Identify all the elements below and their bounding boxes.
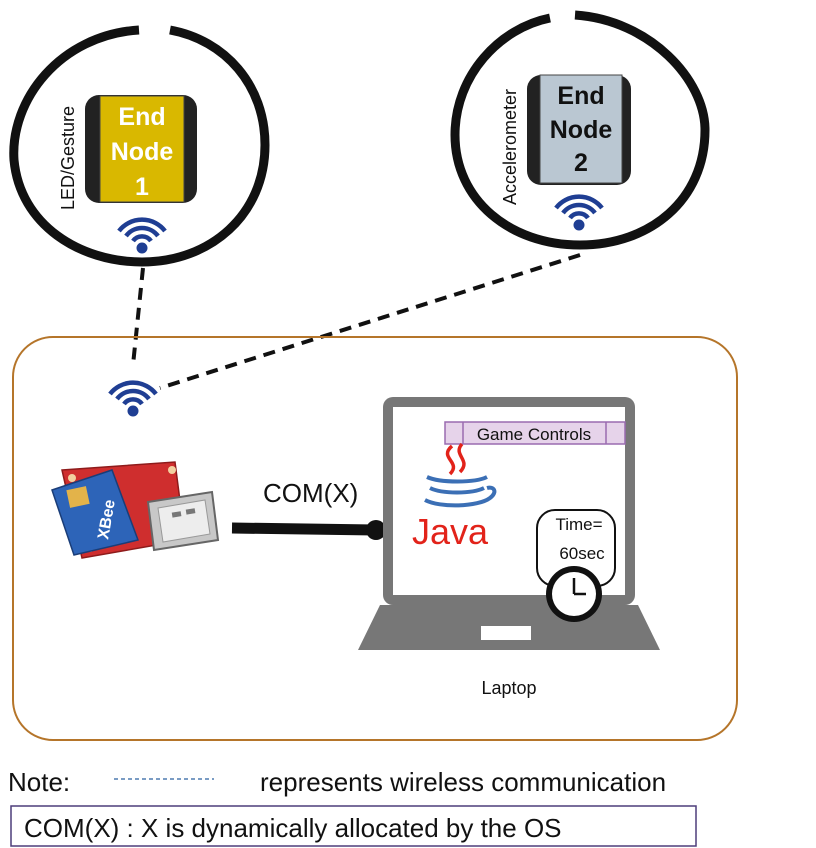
- timer: Time= 60sec: [536, 509, 616, 622]
- xbee-usb-dongle: XBee: [51, 461, 220, 559]
- java-label: Java: [412, 511, 489, 552]
- end-node-2-group: End Node 2 Accelerometer: [450, 10, 710, 250]
- java-cup-icon: [424, 475, 497, 508]
- wireless-icon: [556, 197, 602, 230]
- note-text: represents wireless communication: [260, 767, 666, 797]
- com-port-label: COM(X): [263, 478, 358, 508]
- base-station-enclosure: [12, 336, 738, 741]
- end-node-2-sensor-label: Accelerometer: [500, 89, 520, 205]
- com-cable: [231, 522, 376, 536]
- end-node-1-label-line3: 1: [135, 173, 149, 201]
- usb-connector-inner: [157, 499, 211, 543]
- laptop-label: Laptop: [481, 678, 536, 698]
- end-node-1-group: End Node 1 LED/Gesture: [9, 25, 270, 267]
- game-controls-label: Game Controls: [477, 425, 591, 444]
- end-node-2-label-line1: End: [557, 82, 604, 110]
- wireless-icon: [110, 383, 156, 416]
- end-node-2-label-line3: 2: [574, 149, 588, 177]
- usb-pin: [171, 511, 182, 518]
- usb-pin: [185, 508, 196, 515]
- end-node-1-label-line2: Node: [111, 138, 174, 166]
- com-cable-plug: [366, 520, 386, 540]
- wireless-link-node1: [131, 267, 145, 366]
- laptop-touchpad: [481, 626, 531, 640]
- end-node-1-strap: [9, 25, 270, 267]
- end-node-2-label-line2: Node: [550, 116, 613, 144]
- end-node-1-sensor-label: LED/Gesture: [58, 106, 78, 210]
- end-node-1-body: [99, 95, 185, 203]
- com-note-box: [10, 805, 697, 847]
- timer-label-line1: Time=: [555, 515, 602, 534]
- end-node-2-body: [539, 74, 623, 184]
- java-steam-icon: [445, 442, 466, 476]
- wireless-link-node2: [159, 253, 581, 390]
- game-controls-bar: Game Controls: [444, 421, 626, 445]
- xbee-chip-label: XBee: [95, 498, 119, 540]
- game-controls-box: [444, 421, 626, 445]
- wireless-icon: [119, 220, 165, 253]
- end-node-2-strap: [450, 10, 710, 250]
- xbee-chip: [66, 486, 90, 508]
- note-prefix: Note:: [8, 767, 70, 797]
- board-hole-icon: [168, 466, 176, 474]
- clock-icon: [546, 566, 602, 622]
- end-node-1-label-line1: End: [118, 103, 165, 131]
- board-hole-icon: [68, 474, 76, 482]
- com-note-text: COM(X) : X is dynamically allocated by t…: [24, 813, 562, 843]
- java-logo: Java: [412, 442, 497, 552]
- timer-label-line2: 60sec: [559, 544, 605, 563]
